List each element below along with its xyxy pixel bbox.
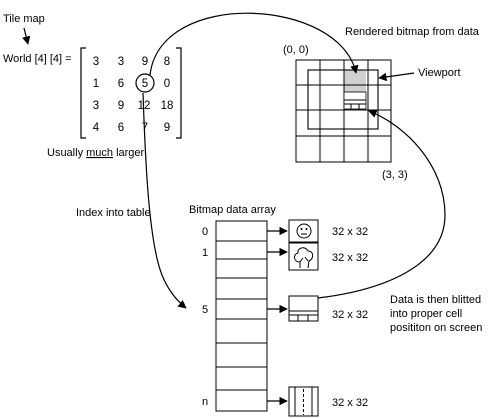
matrix-cell: 18 bbox=[161, 100, 174, 112]
tile-size-0: 32 x 32 bbox=[332, 226, 368, 238]
matrix-cell: 3 bbox=[93, 100, 99, 112]
rendered-bitmap-label: Rendered bitmap from data bbox=[345, 26, 480, 38]
usually-larger-label: Usually much larger bbox=[47, 147, 145, 159]
matrix-left-bracket bbox=[80, 47, 86, 139]
matrix-row: 3 9 12 18 bbox=[93, 100, 174, 112]
matrix-cell: 6 bbox=[118, 122, 124, 134]
matrix-cell-highlighted: 5 bbox=[142, 78, 148, 90]
smiley-face-icon bbox=[288, 219, 319, 243]
origin-label: (0, 0) bbox=[283, 44, 309, 56]
matrix-cell: 1 bbox=[93, 78, 99, 90]
wall-tile-icon bbox=[288, 295, 319, 322]
matrix-cell: 9 bbox=[142, 56, 148, 68]
array-index-0: 0 bbox=[202, 226, 208, 238]
matrix-row: 1 6 5 0 bbox=[93, 78, 170, 90]
matrix-cell: 0 bbox=[164, 78, 170, 90]
matrix-cell: 3 bbox=[93, 56, 99, 68]
array-index-1: 1 bbox=[202, 247, 208, 259]
index-into-table-curve bbox=[142, 92, 187, 309]
bitmap-data-array bbox=[215, 220, 268, 412]
viewport-arrow bbox=[378, 72, 415, 82]
blit-note-line-2: into proper cell bbox=[390, 308, 462, 320]
matrix-row: 3 3 9 8 bbox=[93, 56, 170, 68]
matrix-cell: 3 bbox=[118, 56, 124, 68]
tile-size-1: 32 x 32 bbox=[332, 252, 368, 264]
matrix-cell: 7 bbox=[142, 122, 148, 134]
matrix-cell: 9 bbox=[118, 100, 124, 112]
tile-map-label: Tile map bbox=[3, 13, 45, 25]
matrix-cell: 8 bbox=[164, 56, 170, 68]
array-index-n: n bbox=[202, 396, 208, 408]
blit-note-line-3: posititon on screen bbox=[390, 322, 482, 334]
rendered-bitmap-grid bbox=[295, 59, 392, 163]
viewport-rect bbox=[307, 69, 379, 130]
end-label: (3, 3) bbox=[382, 169, 408, 181]
world-label: World [4] [4] = bbox=[3, 53, 72, 65]
bitmap-array-label: Bitmap data array bbox=[189, 204, 276, 216]
matrix-cell: 4 bbox=[93, 122, 100, 134]
matrix-row: 4 6 7 9 bbox=[93, 122, 170, 134]
map-to-screen-curve bbox=[149, 12, 359, 76]
index-into-table-label: Index into table bbox=[76, 207, 151, 219]
road-tile-icon bbox=[288, 386, 319, 417]
selected-cell-circle bbox=[135, 73, 155, 93]
matrix-cell: 9 bbox=[164, 122, 170, 134]
viewport-label: Viewport bbox=[418, 67, 461, 79]
tile-map-arrow bbox=[22, 27, 31, 45]
matrix-right-bracket bbox=[176, 47, 182, 139]
tile-size-5: 32 x 32 bbox=[332, 309, 368, 321]
blit-note-line-1: Data is then blitted bbox=[390, 294, 481, 306]
tree-icon bbox=[288, 242, 319, 271]
much-emphasis: much bbox=[86, 147, 113, 159]
matrix-cell: 6 bbox=[118, 78, 124, 90]
blit-curve bbox=[317, 109, 446, 299]
array-index-5: 5 bbox=[202, 304, 208, 316]
tile-size-n: 32 x 32 bbox=[332, 397, 368, 409]
